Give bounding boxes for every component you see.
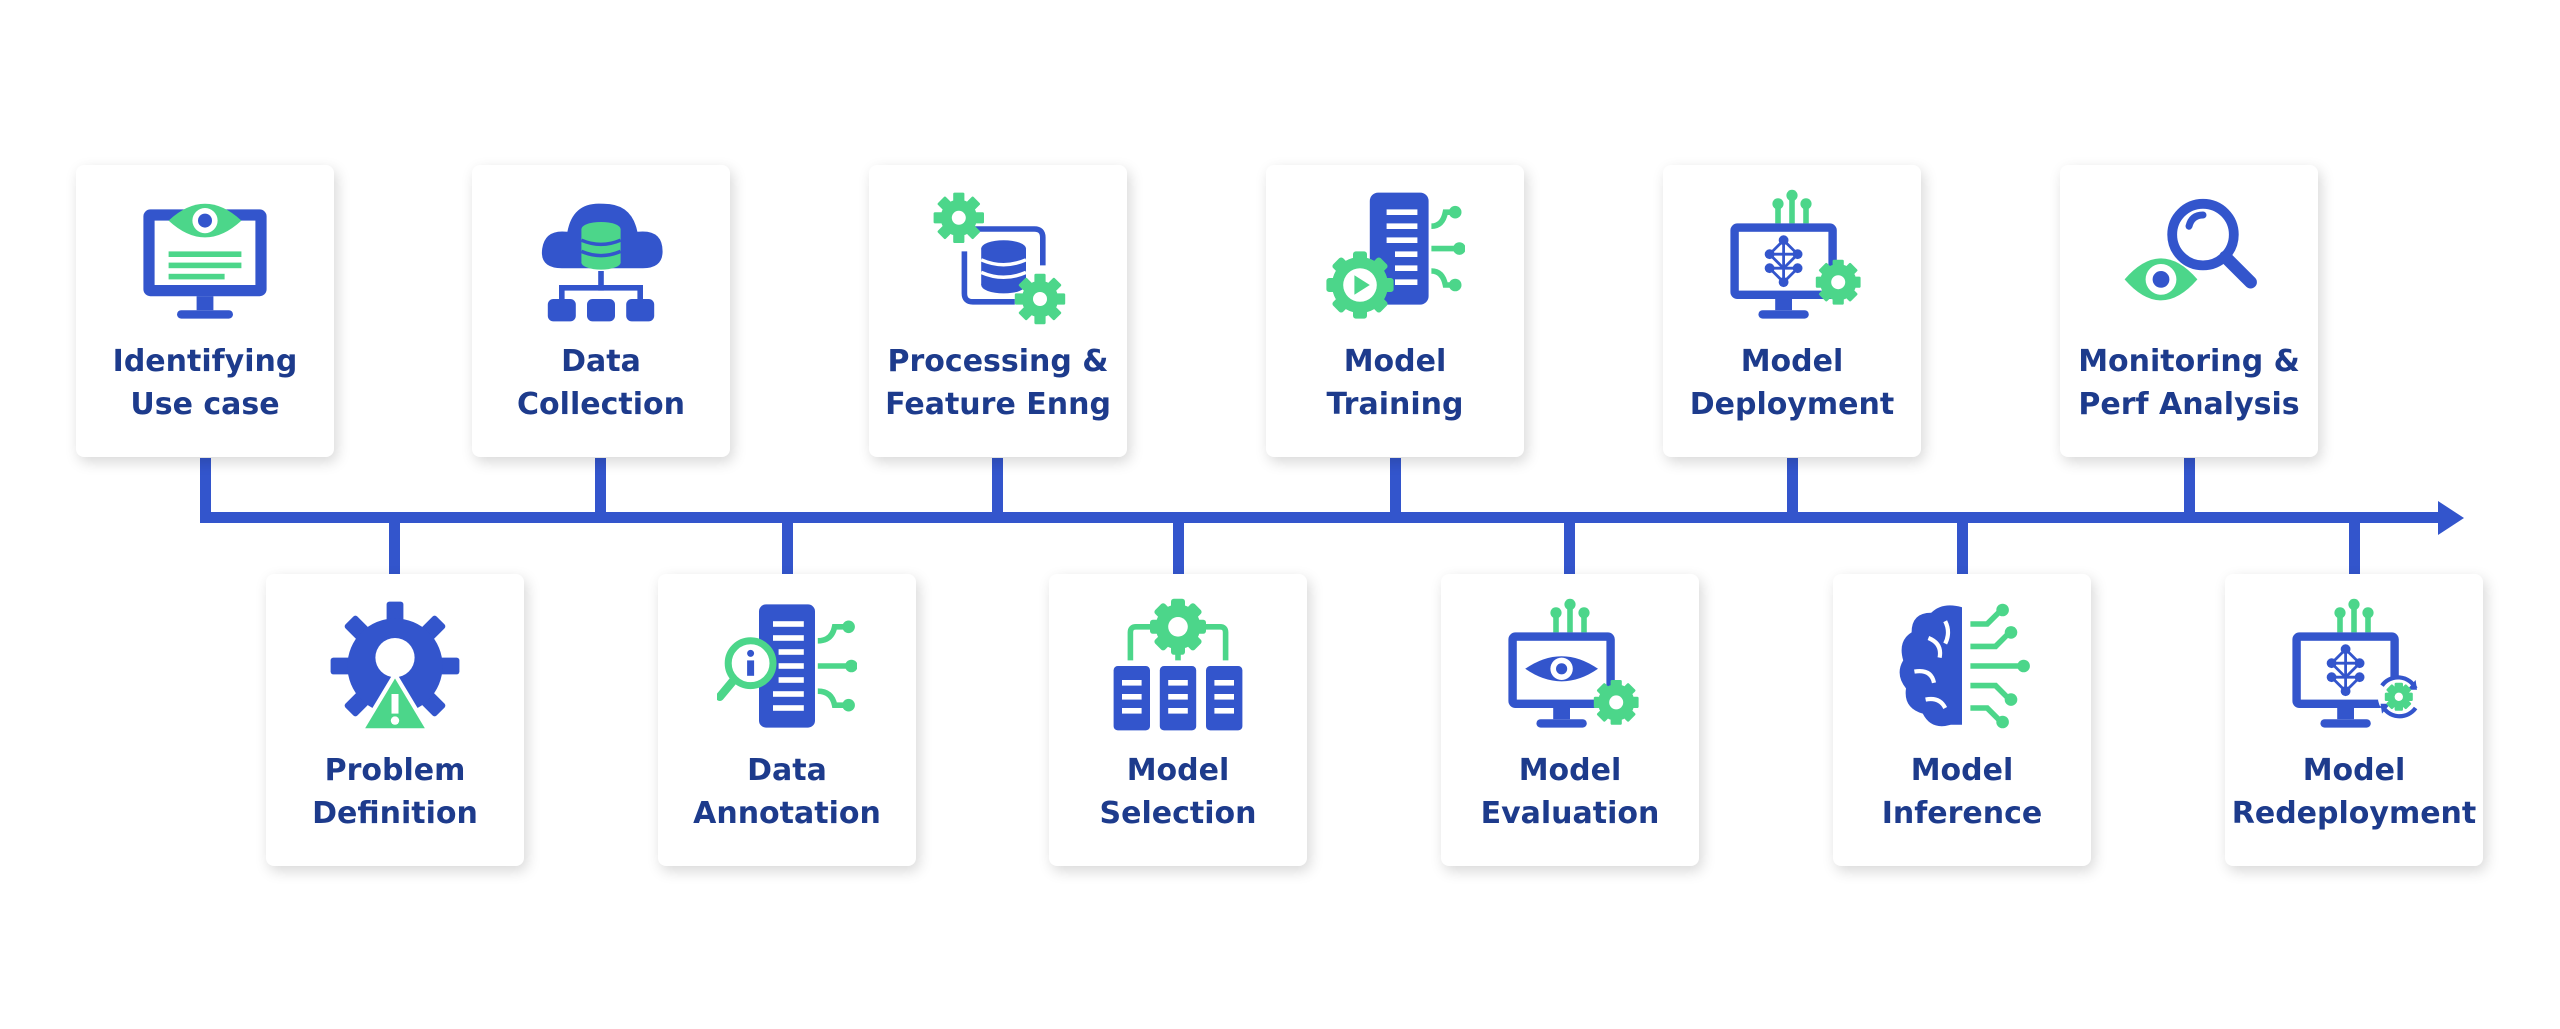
step-label: Model Redeployment <box>2231 753 2477 831</box>
step-label: Model Selection <box>1099 753 1257 831</box>
step-label: Model Inference <box>1881 753 2043 831</box>
timeline-axis <box>200 512 2440 523</box>
step-card-processing-feature-engineering: Processing & Feature Enng <box>869 165 1127 457</box>
monitor-network-refresh-gear-icon <box>2292 598 2420 728</box>
cloud-database-icon <box>541 203 663 322</box>
connector-step-8 <box>1564 520 1575 576</box>
connector-step-10 <box>1957 520 1968 576</box>
connector-step-12 <box>2349 520 2360 576</box>
step-label: Model Training <box>1326 344 1464 422</box>
document-gear-play-icon <box>1326 192 1465 319</box>
step-card-model-deployment: Model Deployment <box>1663 165 1921 457</box>
connector-step-11 <box>2184 458 2195 514</box>
brain-circuit-icon <box>1899 603 2030 729</box>
connector-step-7 <box>1390 458 1401 514</box>
connector-step-4 <box>782 520 793 576</box>
step-label: Data Annotation <box>693 753 881 831</box>
monitor-eye-icon <box>143 203 267 319</box>
step-card-data-collection: Data Collection <box>472 165 730 457</box>
timeline-arrowhead <box>2438 501 2464 535</box>
step-label: Model Evaluation <box>1480 753 1660 831</box>
step-card-model-evaluation: Model Evaluation <box>1441 574 1699 866</box>
eye-magnifier-icon <box>2124 198 2257 301</box>
step-card-model-training: Model Training <box>1266 165 1524 457</box>
step-card-model-selection: Model Selection <box>1049 574 1307 866</box>
gear-warning-icon <box>330 601 460 733</box>
step-card-monitoring-perf-analysis: Monitoring & Perf Analysis <box>2060 165 2318 457</box>
monitor-network-gear-icon <box>1730 189 1861 319</box>
connector-step-9 <box>1787 458 1798 514</box>
connector-step-6 <box>1173 520 1184 576</box>
connector-step-2 <box>389 520 400 576</box>
connector-step-1 <box>200 458 211 514</box>
step-card-model-redeployment: Model Redeployment <box>2225 574 2483 866</box>
step-label: Model Deployment <box>1689 344 1895 422</box>
step-label: Problem Definition <box>312 753 478 831</box>
gear-servers-icon <box>1113 598 1243 731</box>
step-label: Monitoring & Perf Analysis <box>2078 344 2300 422</box>
step-card-model-inference: Model Inference <box>1833 574 2091 866</box>
document-magnifier-info-icon <box>717 604 857 728</box>
gears-database-icon <box>933 192 1066 325</box>
step-card-identifying-use-case: Identifying Use case <box>76 165 334 457</box>
step-label: Identifying Use case <box>112 344 298 422</box>
step-label: Processing & Feature Enng <box>885 344 1111 422</box>
step-card-problem-definition: Problem Definition <box>266 574 524 866</box>
monitor-eye-gear-icon <box>1508 598 1639 728</box>
connector-step-3 <box>595 458 606 514</box>
step-label: Data Collection <box>517 344 685 422</box>
step-card-data-annotation: Data Annotation <box>658 574 916 866</box>
connector-step-5 <box>992 458 1003 514</box>
